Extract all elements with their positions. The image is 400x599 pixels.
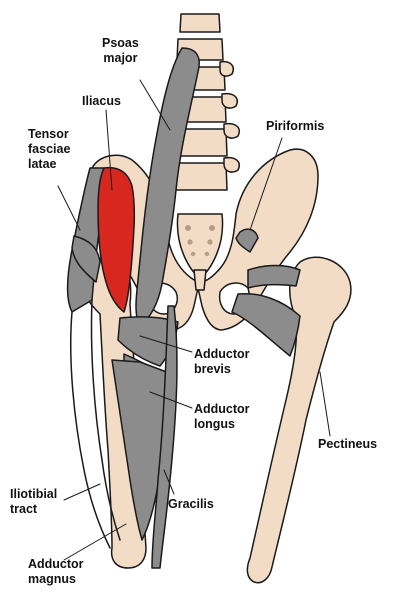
iliacus-muscle-highlighted: [97, 166, 136, 313]
leader-lines: [57, 79, 331, 561]
iliotibial-tract-inner: [90, 299, 121, 541]
piriformis-muscle: [235, 228, 259, 253]
label-piriformis: Piriformis: [266, 119, 325, 133]
right-hip-muscle-band: [247, 264, 301, 289]
label-pectineus: Pectineus: [318, 437, 378, 451]
iliotibial-tract: [70, 311, 111, 549]
psoas-major-muscle: [135, 47, 200, 327]
sacrum: [176, 213, 224, 279]
label-iliacus: Iliacus: [82, 94, 121, 108]
right-femur: [246, 256, 352, 584]
pectineus-muscle: [231, 292, 301, 357]
upper-thigh-muscle-band: [71, 235, 101, 283]
sacral-foramina: [185, 225, 215, 257]
coccyx: [193, 269, 207, 291]
label-gracilis: Gracilis: [168, 497, 214, 511]
gracilis-muscle: [151, 305, 178, 569]
